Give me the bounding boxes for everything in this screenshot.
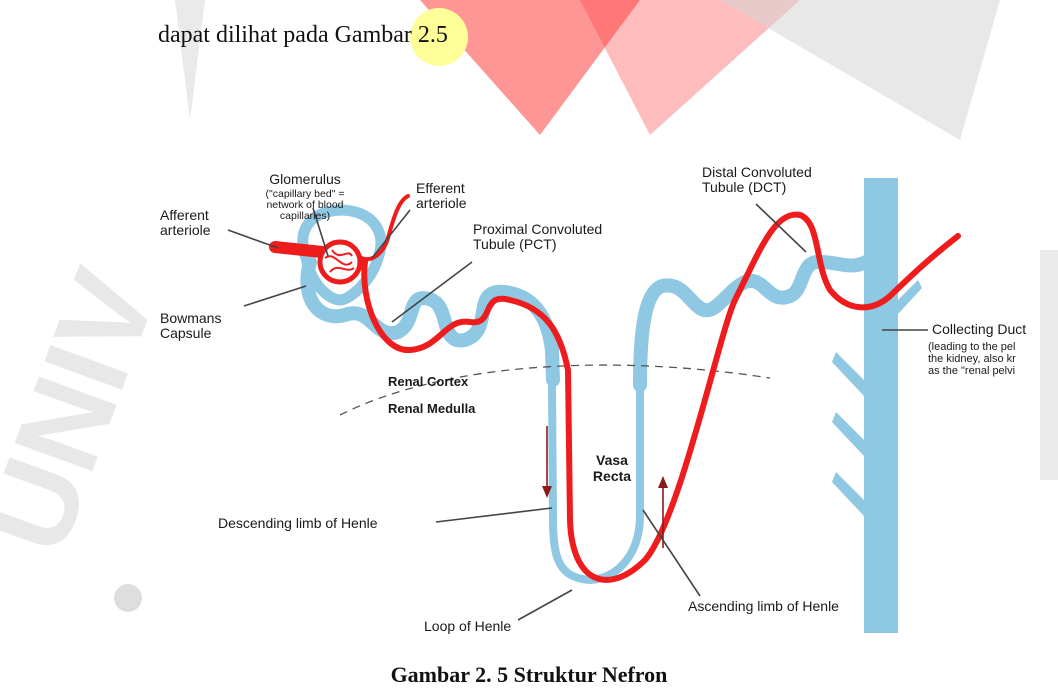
label-pct-1: Proximal Convoluted (473, 221, 602, 237)
figure-reference: 2.5 (418, 22, 448, 48)
renal-tubule (307, 262, 866, 580)
label-vasa-recta-2: Recta (593, 468, 631, 484)
intro-text: dapat dilihat pada Gambar (158, 22, 418, 48)
intro-sentence: dapat dilihat pada Gambar 2.5 (158, 22, 448, 49)
label-descending-limb: Descending limb of Henle (218, 515, 378, 531)
label-collecting-duct: Collecting Duct (932, 321, 1026, 337)
label-efferent-2: arteriole (416, 195, 467, 211)
label-pct-2: Tubule (PCT) (473, 236, 557, 252)
label-dct-2: Tubule (DCT) (702, 179, 786, 195)
label-vasa-recta-1: Vasa (596, 452, 628, 468)
label-afferent-2: arteriole (160, 222, 211, 238)
label-glomerulus-note-3: capillaries) (280, 210, 330, 222)
afferent-arteriole (275, 247, 322, 252)
label-collecting-note-3: as the "renal pelvi (928, 365, 1015, 377)
label-collecting-note-2: the kidney, also kr (928, 353, 1016, 365)
figure-caption: Gambar 2. 5 Struktur Nefron (0, 662, 1058, 688)
label-ascending-limb: Ascending limb of Henle (688, 598, 839, 614)
label-bowmans-2: Capsule (160, 325, 212, 341)
label-dct-1: Distal Convoluted (702, 164, 812, 180)
label-bowmans-1: Bowmans (160, 310, 221, 326)
flow-arrows (542, 426, 668, 548)
collecting-duct (832, 178, 922, 633)
label-renal-medulla: Renal Medulla (388, 401, 476, 416)
label-afferent-1: Afferent (160, 207, 209, 223)
label-loop-of-henle: Loop of Henle (424, 618, 511, 634)
label-renal-cortex: Renal Cortex (388, 374, 469, 389)
label-collecting-note-1: (leading to the pel (928, 341, 1015, 353)
label-efferent-1: Efferent (416, 180, 465, 196)
label-glomerulus: Glomerulus (269, 171, 341, 187)
